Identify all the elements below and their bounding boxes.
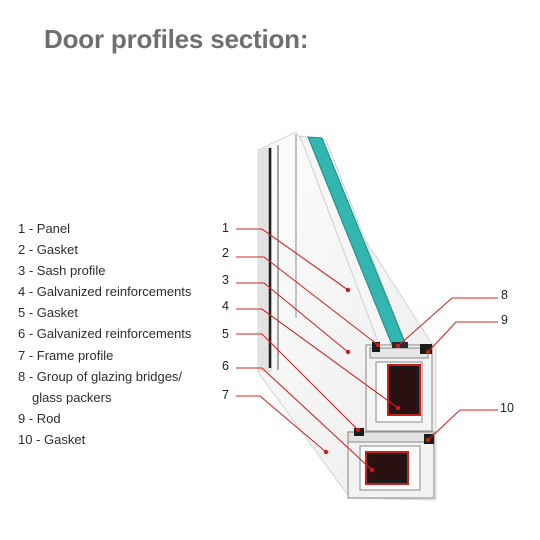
legend-item-gasket: 5 - Gasket: [18, 305, 78, 321]
leader-line-1: [236, 228, 349, 291]
legend-list: 1 - Panel 2 - Gasket 3 - Sash profile 4 …: [18, 218, 191, 450]
legend-item-galvanized-reinforcements: 6 - Galvanized reinforcements: [18, 326, 192, 342]
leader-dot: [425, 349, 431, 355]
gasket: [372, 342, 380, 352]
leader-dot: [355, 427, 361, 433]
legend-item-glazing-bridges-cont: glass packers: [32, 389, 112, 405]
leader-dot: [375, 342, 381, 348]
leader-dot: [345, 287, 351, 293]
rod: [420, 344, 432, 354]
sash-reinforcement-core: [392, 369, 416, 411]
legend-item-rod: 9 - Rod: [18, 410, 61, 426]
legend-item-gasket: 10 - Gasket: [18, 431, 86, 447]
leader-line-8: [397, 297, 498, 347]
leader-line-7: [236, 395, 327, 453]
legend-item-frame-profile: 7 - Frame profile: [18, 347, 114, 363]
leader-lines: [236, 228, 498, 471]
page-title: Door profiles section:: [44, 24, 309, 54]
callout-number-7: 7: [222, 388, 229, 402]
frame-reinforcement-core: [370, 456, 404, 480]
callout-number-2: 2: [222, 246, 229, 260]
leader-dot: [395, 343, 401, 349]
callout-number-1: 1: [222, 221, 229, 235]
legend-item-gasket: 2 - Gasket: [18, 242, 78, 258]
callout-number-5: 5: [222, 327, 229, 341]
leader-line-9: [427, 321, 498, 353]
leader-dot: [345, 349, 351, 355]
callout-number-4: 4: [222, 299, 229, 313]
legend-item-sash-profile: 3 - Sash profile: [18, 263, 106, 279]
leader-line-5: [236, 333, 359, 431]
leader-line-3: [236, 282, 349, 353]
gasket: [354, 428, 364, 436]
leader-dot: [369, 467, 375, 473]
leader-line-6: [236, 367, 373, 471]
legend-item-glazing-bridges: 8 - Group of glazing bridges/: [18, 368, 183, 384]
leader-line-10: [427, 409, 498, 441]
callout-number-3: 3: [222, 273, 229, 287]
callout-number-10: 10: [500, 401, 514, 415]
legend-item-galvanized-reinforcements: 4 - Galvanized reinforcements: [18, 284, 192, 300]
callout-number-8: 8: [501, 288, 508, 302]
glazing-bridge: [392, 342, 408, 348]
callout-number-6: 6: [222, 359, 229, 373]
frame-bevel: [258, 146, 272, 372]
leader-dot: [395, 405, 401, 411]
leader-dot: [425, 437, 431, 443]
leader-dot: [323, 449, 329, 455]
legend-item-panel: 1 - Panel: [18, 221, 71, 236]
leader-line-4: [236, 308, 399, 409]
callout-number-9: 9: [501, 313, 508, 327]
leader-points: [323, 287, 431, 473]
leader-line-2: [236, 256, 379, 346]
